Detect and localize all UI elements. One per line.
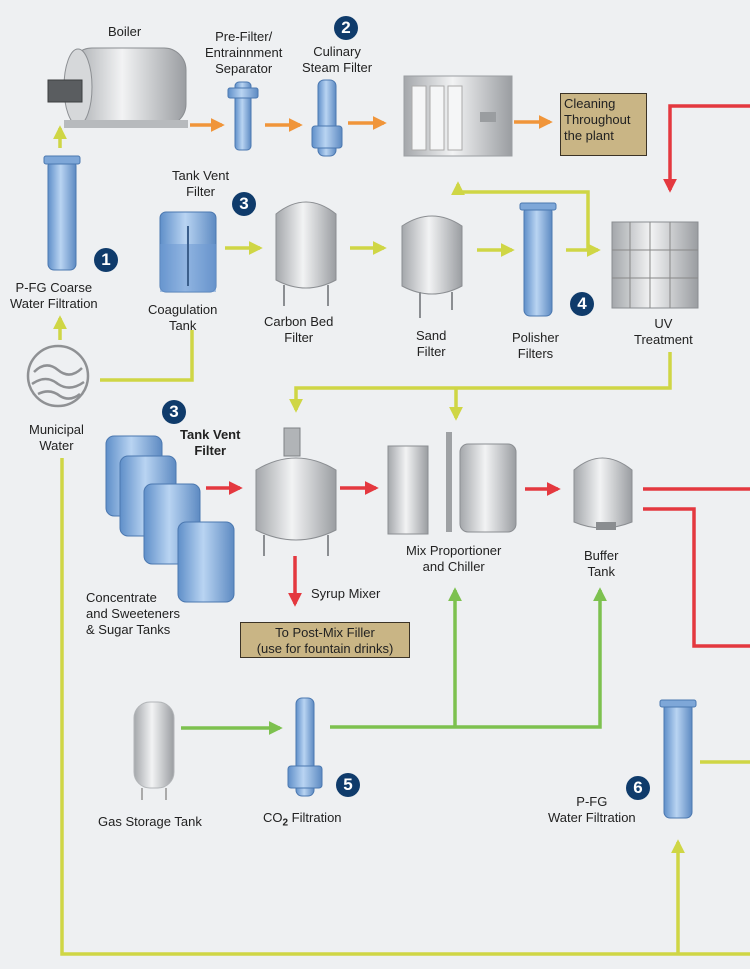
tank-vent-filter-label-top: Tank Vent Filter (172, 168, 229, 200)
sand-filter-label: Sand Filter (416, 328, 446, 360)
coagulation-line: Tank (168, 318, 197, 333)
cip-unit-icon (403, 75, 513, 157)
sugar-tanks-icon (105, 435, 235, 603)
sugar-line: Concentrate (86, 590, 157, 605)
post-mix-callout-box: To Post-Mix Filler (use for fountain dri… (240, 622, 410, 658)
polisher-line: Polisher (512, 330, 559, 345)
carbon-bed-filter-label: Carbon Bed Filter (264, 314, 333, 346)
coarse-filter-icon (43, 155, 81, 271)
tank-vent-line: Filter (186, 184, 215, 199)
tank-vent-mid-line: Tank Vent (180, 427, 241, 442)
buffer-line: Tank (587, 564, 615, 579)
co2-label-sub: 2 (282, 817, 289, 829)
coagulation-tank-label: Coagulation Tank (148, 302, 217, 334)
mix-proportioner-icon (387, 432, 517, 535)
culinary-steam-filter-label: Culinary Steam Filter (302, 44, 372, 76)
buffer-tank-label: Buffer Tank (584, 548, 618, 580)
syrup-mixer-icon (255, 427, 337, 556)
badge-3-mid: 3 (162, 400, 186, 424)
mix-proportioner-label: Mix Proportioner and Chiller (406, 543, 501, 575)
pfg-line: P-FG (576, 794, 608, 809)
uv-treatment-label: UV Treatment (634, 316, 693, 348)
prefilter-icon (227, 81, 259, 151)
uv-treatment-icon (611, 221, 699, 309)
tank-vent-line: Tank Vent (172, 168, 230, 183)
carbon-bed-filter-icon (275, 201, 337, 306)
badge-4: 4 (570, 292, 594, 316)
culinary-label-line: Culinary (313, 44, 361, 59)
water-line-polisher-cip (451, 181, 590, 250)
carbon-line: Carbon Bed (264, 314, 334, 329)
sand-line: Sand (416, 328, 447, 343)
co2-filtration-label: CO2 Filtration (263, 810, 342, 832)
co2-filter-icon (287, 697, 323, 797)
sugar-tanks-label: Concentrate and Sweeteners & Sugar Tanks (86, 590, 180, 638)
coarse-filter-label: P-FG Coarse Water Filtration (10, 280, 98, 312)
prefilter-label: Pre-Filter/ Entrainnment Separator (205, 29, 282, 77)
badge-1: 1 (94, 248, 118, 272)
water-line-municipal-coagulation (100, 330, 194, 382)
gas-storage-tank-label: Gas Storage Tank (98, 814, 202, 829)
polisher-filter-icon (519, 202, 557, 317)
pfg-water-filter-icon (659, 699, 697, 819)
pfg-line: Water Filtration (548, 810, 636, 825)
culinary-steam-filter-icon (311, 79, 343, 157)
badge-5: 5 (336, 773, 360, 797)
pfg-water-filtration-label: P-FG Water Filtration (548, 794, 636, 826)
tank-vent-filter-label-mid: Tank Vent Filter (180, 427, 240, 459)
cleaning-line: the plant (564, 128, 614, 143)
co2-label-suffix: Filtration (288, 810, 342, 825)
prefilter-label-line: Entrainnment (205, 45, 283, 60)
buffer-line: Buffer (584, 548, 619, 563)
sugar-line: and Sweeteners (86, 606, 180, 621)
sand-line: Filter (416, 344, 446, 359)
post-mix-line: (use for fountain drinks) (256, 641, 394, 656)
uv-line: UV (654, 316, 673, 331)
coagulation-line: Coagulation (148, 302, 218, 317)
municipal-water-icon (26, 344, 90, 408)
coarse-label-line: P-FG Coarse (15, 280, 93, 295)
badge-6: 6 (626, 776, 650, 800)
uv-line: Treatment (634, 332, 693, 347)
prefilter-label-line: Separator (215, 61, 273, 76)
prefilter-label-line: Pre-Filter/ (215, 29, 273, 44)
water-line-municipal-bottom (60, 458, 750, 956)
cleaning-line: Cleaning (564, 96, 616, 111)
boiler-icon (47, 47, 188, 128)
culinary-label-line: Steam Filter (302, 60, 373, 75)
mix-line: Mix Proportioner (406, 543, 502, 558)
post-mix-line: To Post-Mix Filler (275, 625, 375, 640)
polisher-line: Filters (517, 346, 554, 361)
tank-vent-mid-line: Filter (194, 443, 227, 458)
polisher-filters-label: Polisher Filters (512, 330, 559, 362)
badge-2: 2 (334, 16, 358, 40)
syrup-mixer-label: Syrup Mixer (311, 586, 381, 601)
cleaning-line: Throughout (564, 112, 631, 127)
water-line-uv-down (289, 352, 672, 413)
product-line-buffer-out-2 (643, 507, 750, 648)
coagulation-tank-icon (159, 211, 217, 293)
co2-label-prefix: CO (263, 810, 283, 825)
municipal-line: Municipal (29, 422, 84, 437)
municipal-water-label: Municipal Water (29, 422, 84, 454)
badge-3-top: 3 (232, 192, 256, 216)
carbon-line: Filter (284, 330, 314, 345)
buffer-tank-icon (573, 457, 633, 530)
sugar-line: & Sugar Tanks (86, 622, 171, 637)
boiler-label: Boiler (108, 24, 142, 39)
mix-line: and Chiller (422, 559, 485, 574)
cleaning-callout-box: Cleaning Throughout the plant (560, 93, 647, 156)
product-line-into-uv (663, 104, 750, 193)
municipal-line: Water (39, 438, 74, 453)
gas-storage-tank-icon (133, 701, 175, 800)
sand-filter-icon (401, 215, 463, 318)
gas-line-co2-out (330, 587, 607, 729)
coarse-label-line: Water Filtration (10, 296, 98, 311)
